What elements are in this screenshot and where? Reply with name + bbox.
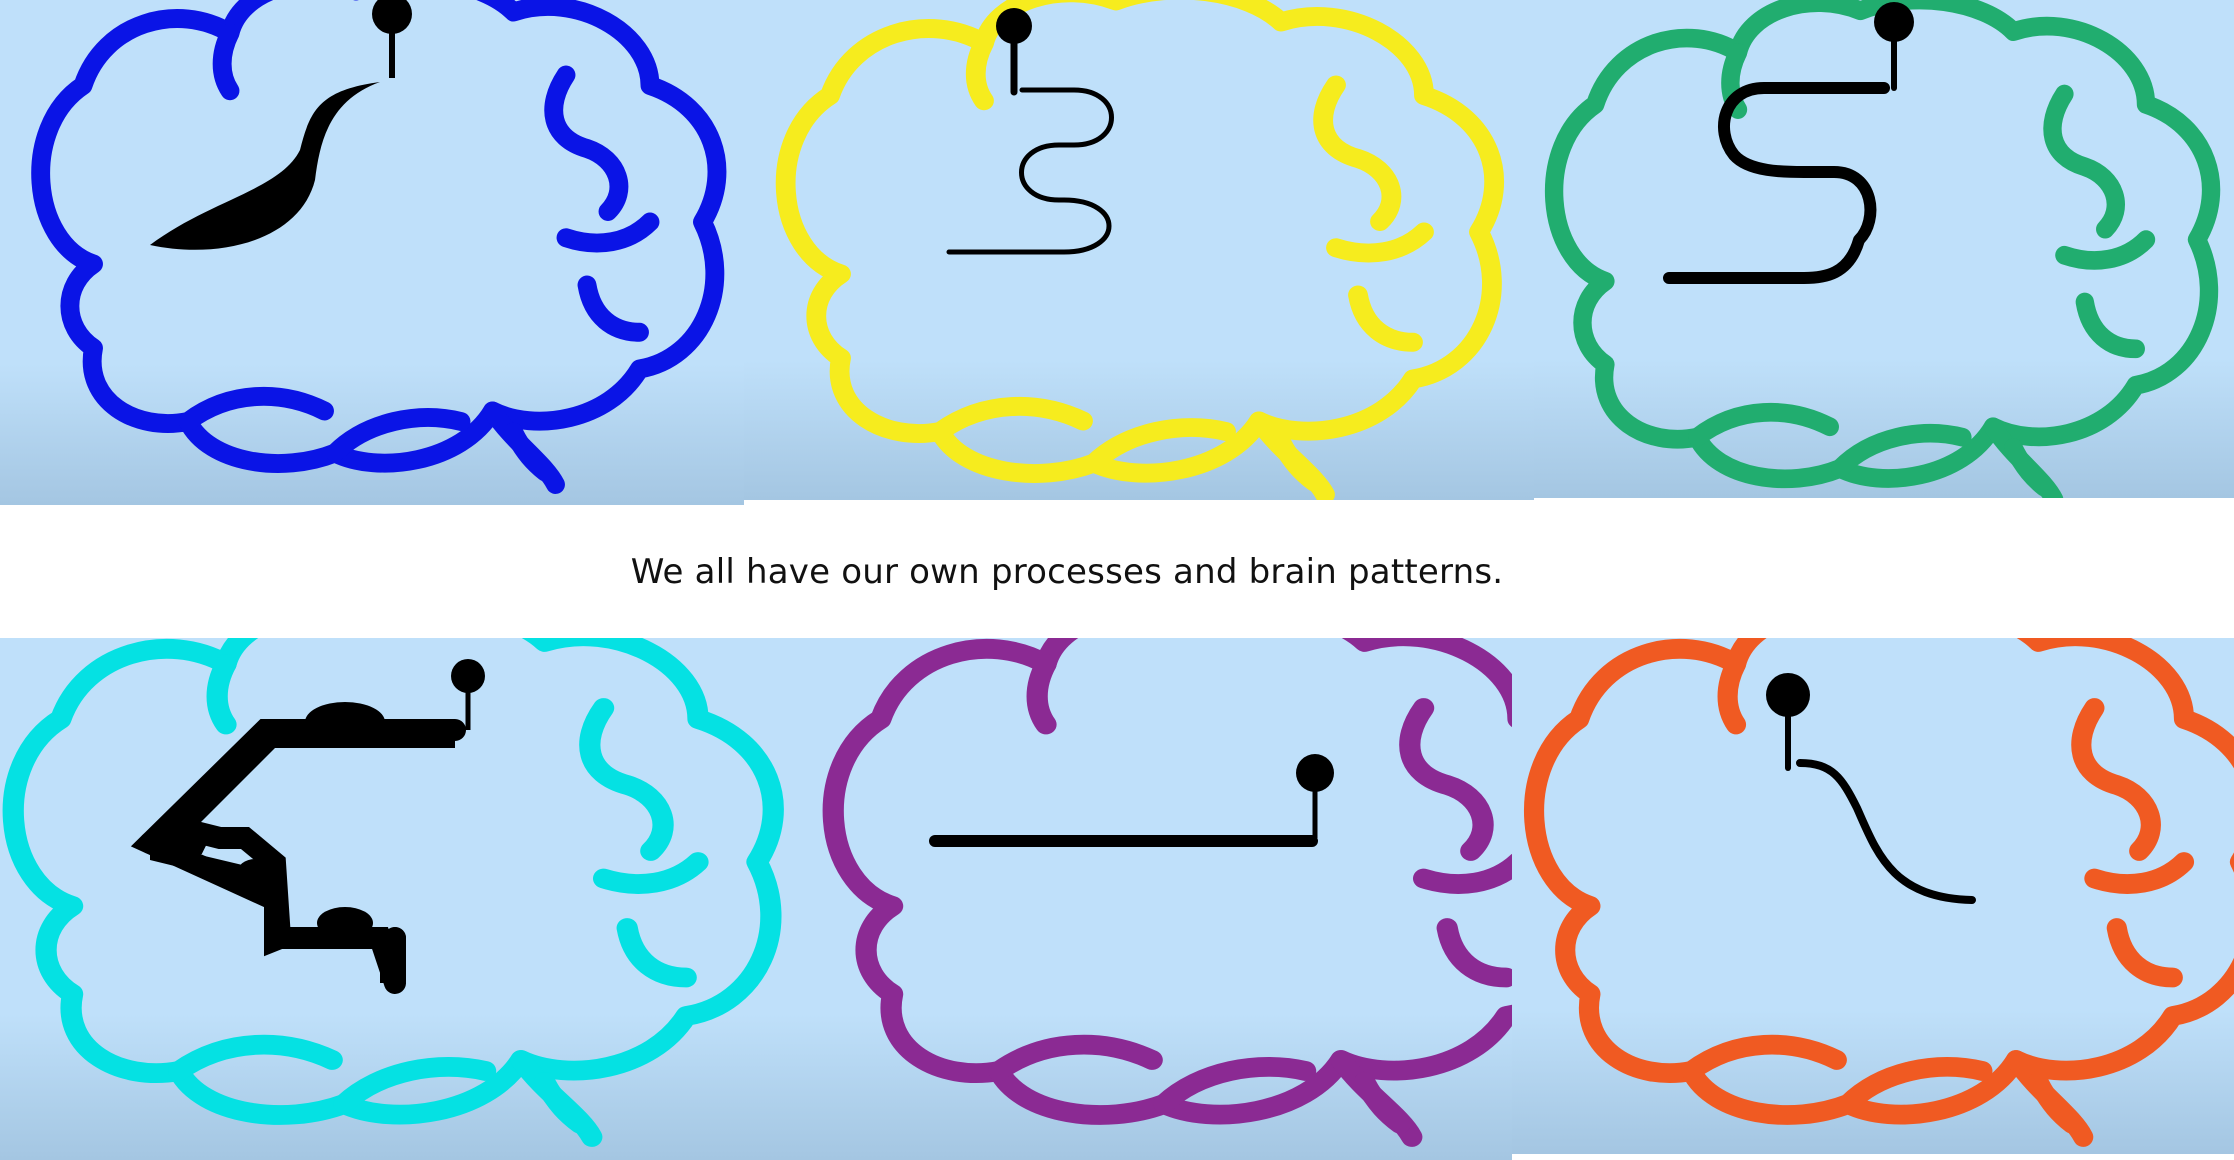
brain-outline-icon bbox=[0, 0, 744, 505]
brain-panel-4 bbox=[0, 638, 810, 1160]
straight-line-icon bbox=[929, 754, 1334, 847]
brain-panel-3 bbox=[1534, 0, 2234, 498]
brain-outline-icon bbox=[810, 638, 1512, 1160]
brain-outline-icon bbox=[744, 0, 1534, 500]
caption-text: We all have our own processes and brain … bbox=[630, 552, 1504, 592]
stair-humps bbox=[150, 659, 485, 983]
curved-swoosh-icon bbox=[150, 0, 412, 250]
brain-panel-5 bbox=[810, 638, 1512, 1160]
brain-outline-icon bbox=[1512, 638, 2234, 1154]
winding-line-icon bbox=[946, 8, 1114, 255]
brain-outline-icon bbox=[1534, 0, 2234, 498]
brain-panel-1 bbox=[0, 0, 744, 505]
brain-panel-2 bbox=[744, 0, 1534, 500]
wave-icon bbox=[1766, 673, 1976, 904]
s-curve-icon bbox=[1663, 2, 1914, 284]
brain-outline-icon bbox=[0, 638, 810, 1160]
brain-panel-6 bbox=[1512, 638, 2234, 1154]
